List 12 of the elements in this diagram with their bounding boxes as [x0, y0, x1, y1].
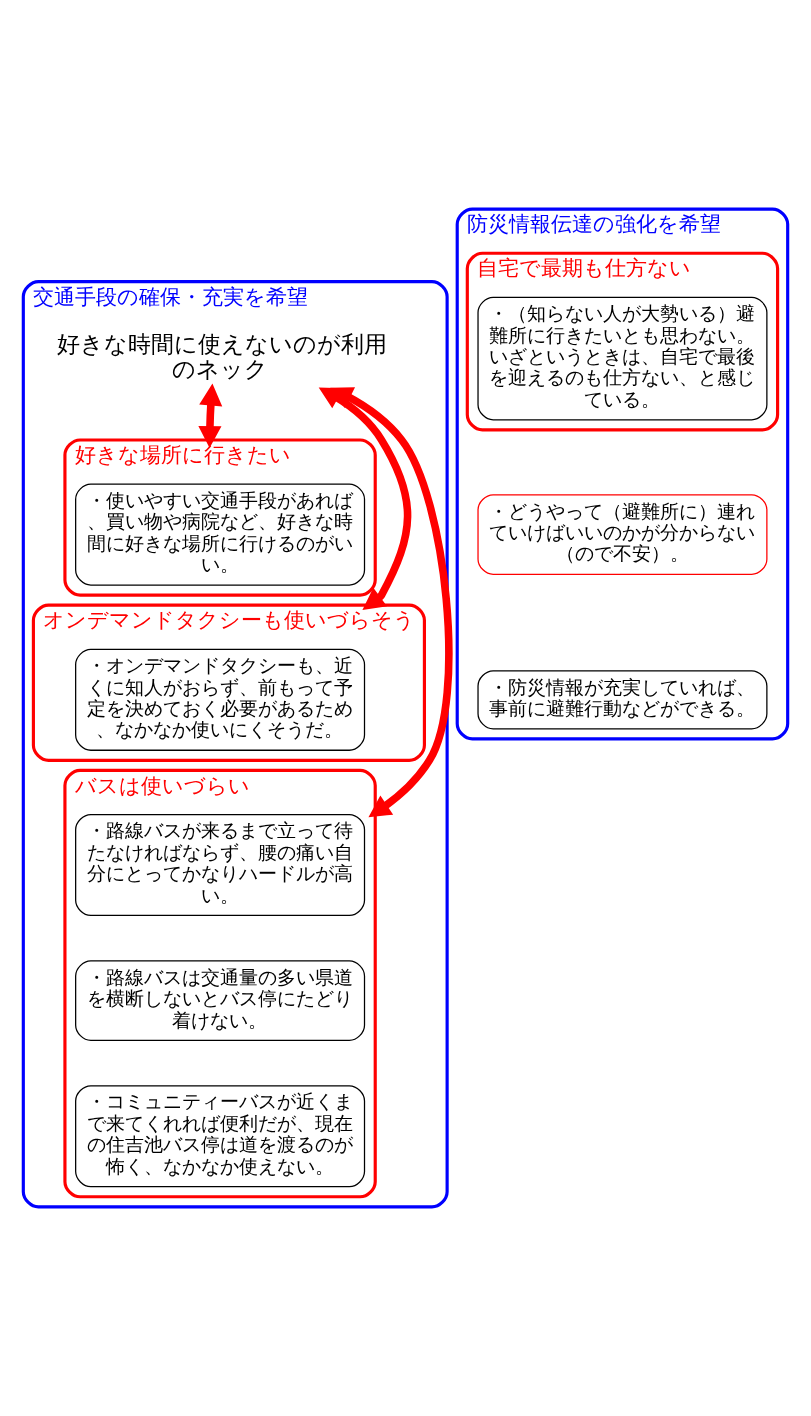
node-box: ・どうやって（避難所に）連れていけばいいのかが分からない（ので不安）。: [477, 494, 768, 575]
node-text: 好きな時間に使えないのが利用のネック: [56, 330, 387, 382]
node-box: ・防災情報が充実していれば、事前に避難行動などができる。: [477, 670, 768, 730]
node-box: ・コミュニティーバスが近くまで来てくれれば便利だが、現在の住吉池バス停は道を渡るのが怖く、なかなか使えない。: [75, 1085, 366, 1188]
arrow: [198, 383, 223, 449]
arrow: [330, 387, 453, 818]
node-box: ・オンデマンドタクシーも、近くに知人がおらず、前もって予定を決めておく必要があるため、なかなか使いにくそうだ。: [75, 648, 366, 751]
node-box: ・路線バスは交通量の多い県道を横断しないとバス停にたどり着けない。: [75, 960, 366, 1041]
node-box: ・使いやすい交通手段があれば、買い物や病院など、好きな時間に好きな場所に行けるのがいい。: [75, 483, 366, 586]
node-box: ・路線バスが来るまで立って待たなければならず、腰の痛い自分にとってかなりハードルが高い。: [75, 813, 366, 917]
arrow: [318, 387, 412, 610]
node-box: ・（知らない人が大勢いる）避難所に行きたいとも思わない。いざというときは、自宅で最後を迎えるのも仕方ない、と感じている。: [477, 296, 768, 421]
